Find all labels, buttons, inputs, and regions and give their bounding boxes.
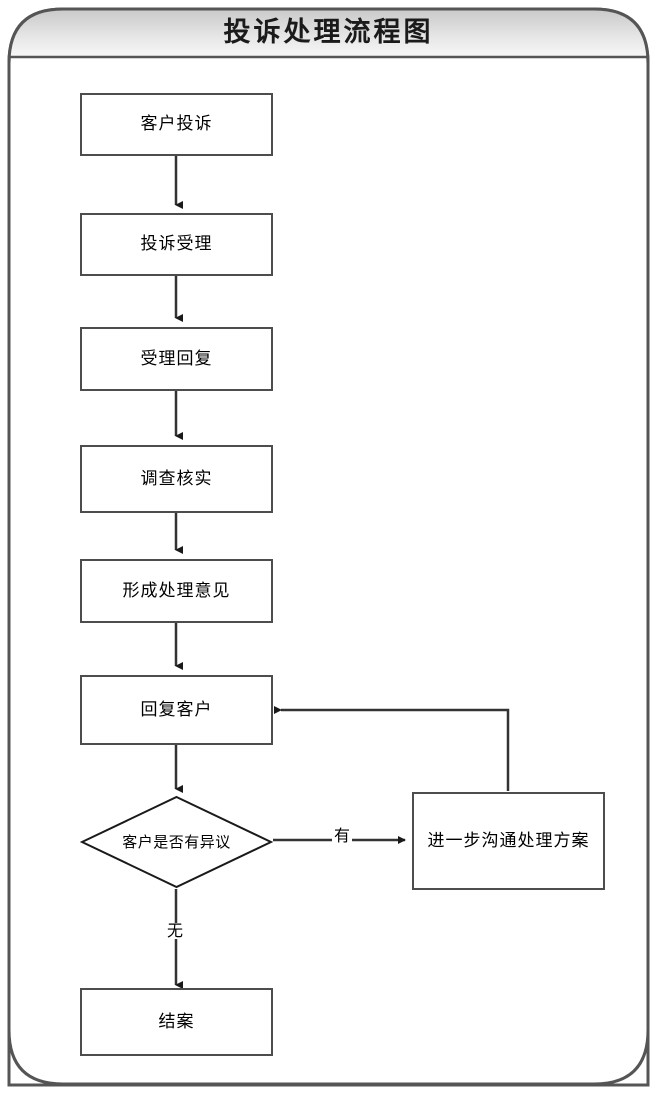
node-investigation-verification[interactable]: 调查核实	[80, 445, 273, 513]
frame-top-curve	[7, 7, 650, 64]
decision-diamond-shape	[79, 795, 274, 889]
node-further-communication-plan[interactable]: 进一步沟通处理方案	[412, 792, 605, 890]
node-label: 形成处理意见	[122, 580, 231, 601]
frame-outline	[7, 7, 650, 1087]
node-label: 调查核实	[140, 468, 213, 489]
node-customer-complaint[interactable]: 客户投诉	[80, 93, 273, 156]
node-customer-objection-decision[interactable]: 客户是否有异议	[79, 795, 274, 889]
title-bar-background	[9, 9, 648, 63]
node-label: 回复客户	[140, 699, 213, 720]
node-complaint-acceptance[interactable]: 投诉受理	[80, 213, 273, 276]
node-case-closed[interactable]: 结案	[80, 988, 273, 1056]
frame-bottom-curve	[7, 1029, 650, 1086]
node-acceptance-reply[interactable]: 受理回复	[80, 327, 273, 391]
node-label: 客户是否有异议	[122, 832, 231, 851]
connector-n7-n6	[274, 706, 510, 791]
node-label: 结案	[158, 1011, 195, 1032]
edge-label-yes: 有	[332, 826, 353, 845]
node-form-handling-opinion[interactable]: 形成处理意见	[80, 559, 273, 623]
edge-label-no: 无	[165, 921, 186, 940]
node-label: 客户投诉	[140, 114, 213, 135]
node-label: 进一步沟通处理方案	[427, 830, 590, 851]
node-label: 投诉受理	[140, 234, 213, 255]
node-label: 受理回复	[140, 348, 213, 369]
node-reply-customer[interactable]: 回复客户	[80, 675, 273, 745]
